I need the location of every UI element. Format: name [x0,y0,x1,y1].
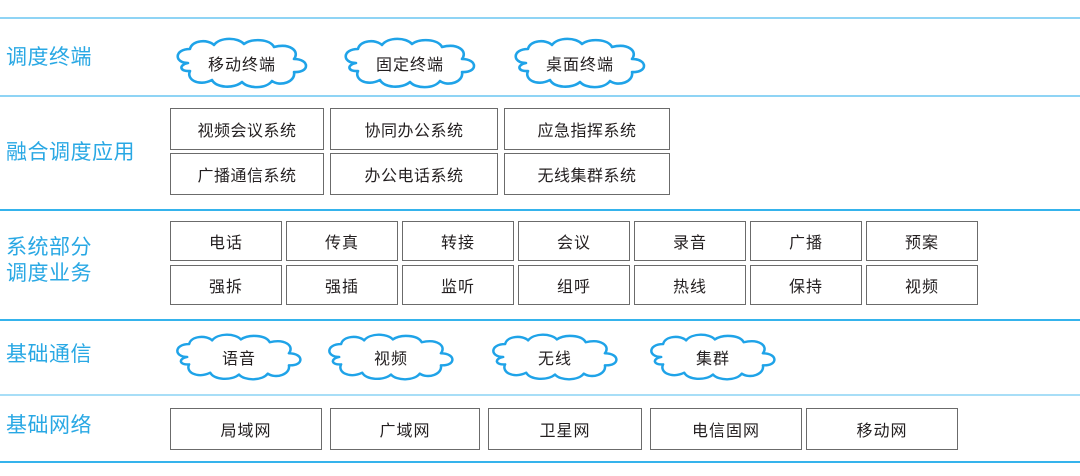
separator-top [0,17,1080,19]
box-node-office-telephone[interactable]: 办公电话系统 [330,153,498,195]
box-node-conference[interactable]: 会议 [518,221,630,261]
box-node-forced-insert[interactable]: 强插 [286,265,398,305]
layer-converged-dispatch-application: 融合调度应用 视频会议系统 协同办公系统 应急指挥系统 广播通信系统 办公电话系… [0,95,1080,209]
cloud-node-mobile-terminal[interactable]: 移动终端 [168,37,316,89]
box-node-transfer[interactable]: 转接 [402,221,514,261]
box-node-hotline[interactable]: 热线 [634,265,746,305]
box-node-collaborative-office[interactable]: 协同办公系统 [330,108,498,150]
cloud-node-fixed-terminal[interactable]: 固定终端 [336,37,484,89]
box-node-forced-release[interactable]: 强拆 [170,265,282,305]
separator-bottom [0,461,1080,463]
cloud-node-trunking[interactable]: 集群 [642,333,784,381]
cloud-node-wireless[interactable]: 无线 [484,333,626,381]
box-node-monitoring[interactable]: 监听 [402,265,514,305]
layer-basic-network: 基础网络 局域网 广域网 卫星网 电信固网 移动网 [0,394,1080,461]
box-node-group-call[interactable]: 组呼 [518,265,630,305]
cloud-node-desktop-terminal[interactable]: 桌面终端 [506,37,654,89]
layer-label-basic-communication: 基础通信 [6,343,92,366]
box-node-broadcast-communication[interactable]: 广播通信系统 [170,153,324,195]
box-node-satellite-network[interactable]: 卫星网 [488,408,642,450]
box-node-telephone[interactable]: 电话 [170,221,282,261]
box-node-telecom-fixed-network[interactable]: 电信固网 [650,408,802,450]
separator-service-comm [0,319,1080,321]
box-node-lan[interactable]: 局域网 [170,408,322,450]
separator-comm-network [0,394,1080,396]
separator-terminal-app [0,95,1080,97]
separator-app-service [0,209,1080,211]
layer-label-system-dispatch-service: 系统部分 调度业务 [6,236,92,285]
box-node-video[interactable]: 视频 [866,265,978,305]
layer-basic-communication: 基础通信 语音 视频 无线 集群 [0,319,1080,394]
box-node-mobile-network[interactable]: 移动网 [806,408,958,450]
box-node-contingency-plan[interactable]: 预案 [866,221,978,261]
box-node-broadcast[interactable]: 广播 [750,221,862,261]
box-node-hold[interactable]: 保持 [750,265,862,305]
box-node-video-conference[interactable]: 视频会议系统 [170,108,324,150]
box-node-fax[interactable]: 传真 [286,221,398,261]
box-node-emergency-command[interactable]: 应急指挥系统 [504,108,670,150]
box-node-wan[interactable]: 广域网 [330,408,480,450]
box-node-wireless-trunking[interactable]: 无线集群系统 [504,153,670,195]
cloud-node-voice[interactable]: 语音 [168,333,310,381]
layer-dispatch-terminal: 调度终端 移动终端 固定终端 桌面终端 [0,17,1080,95]
layer-label-dispatch-terminal: 调度终端 [6,46,92,69]
cloud-node-video[interactable]: 视频 [320,333,462,381]
box-node-recording[interactable]: 录音 [634,221,746,261]
layer-label-basic-network: 基础网络 [6,414,92,437]
layer-system-dispatch-service: 系统部分 调度业务 电话 传真 转接 会议 录音 广播 预案 强拆 强插 监听 … [0,209,1080,319]
layer-label-converged-dispatch-application: 融合调度应用 [6,141,135,164]
